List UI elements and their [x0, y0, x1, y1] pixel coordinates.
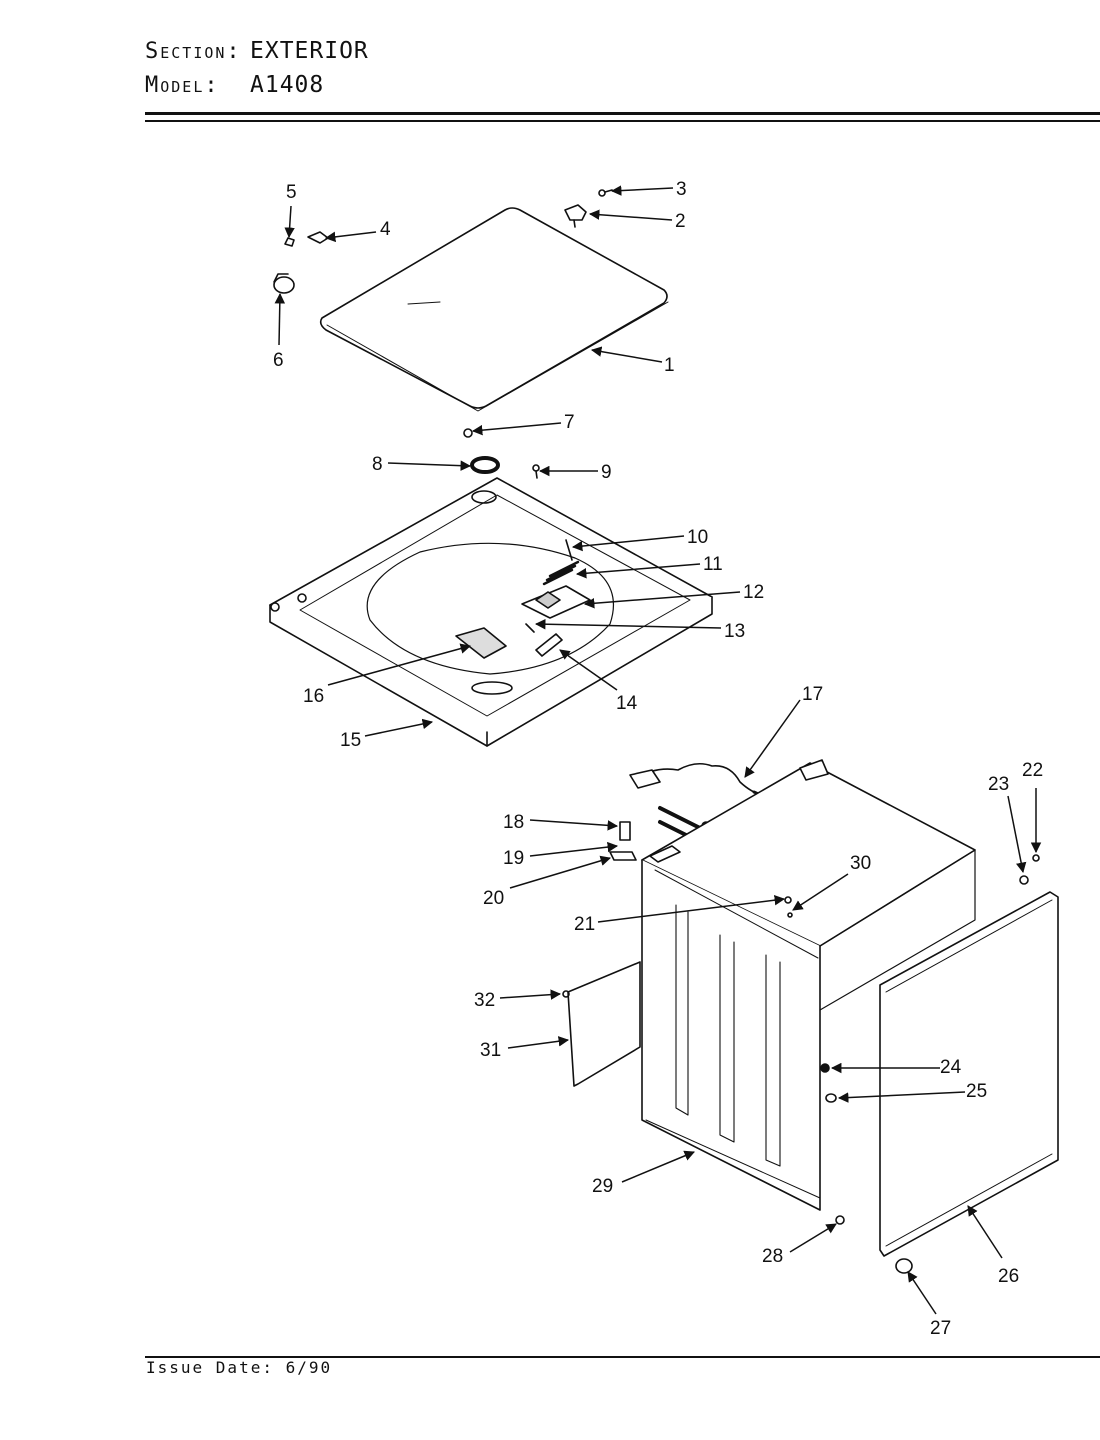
header-rule-bottom [145, 120, 1100, 122]
callout-29: 29 [592, 1176, 613, 1197]
footer-rule [145, 1356, 1100, 1358]
callout-22: 22 [1022, 760, 1043, 781]
rear-panel-part [879, 891, 1059, 1257]
lid-hinge-parts [273, 189, 613, 294]
callout-28: 28 [762, 1246, 783, 1267]
callout-19: 19 [503, 848, 524, 869]
callout-labels: 1 2 3 4 5 6 7 8 9 10 11 12 13 14 15 16 1… [273, 179, 1043, 1339]
gasket-ring-part [470, 456, 500, 474]
callout-17: 17 [802, 684, 823, 705]
top-cover-part [269, 477, 713, 747]
callout-5: 5 [286, 182, 297, 203]
clip-part [825, 1093, 837, 1103]
callout-7: 7 [564, 412, 575, 433]
callout-10: 10 [687, 527, 708, 548]
mounting-brackets [609, 821, 637, 861]
callout-4: 4 [380, 219, 391, 240]
model-line: Model: A1408 [145, 72, 369, 106]
side-panel-part [567, 961, 641, 1087]
foot-screw-part [835, 1215, 845, 1225]
leveling-leg-part [895, 1258, 913, 1274]
callout-11: 11 [703, 554, 723, 575]
callout-24: 24 [940, 1057, 962, 1078]
callout-16: 16 [303, 686, 324, 707]
callout-14: 14 [616, 693, 638, 714]
screw-part [532, 464, 540, 479]
callout-6: 6 [273, 350, 284, 371]
callout-21: 21 [574, 914, 595, 935]
callout-2: 2 [675, 211, 686, 232]
nut-part [820, 1063, 830, 1073]
model-value: A1408 [250, 72, 325, 98]
rear-clip-part [1019, 875, 1029, 885]
section-value: EXTERIOR [250, 38, 369, 64]
rear-screw-part [1032, 854, 1040, 862]
callout-18: 18 [503, 812, 524, 833]
callout-3: 3 [676, 179, 687, 200]
callout-23: 23 [988, 774, 1009, 795]
cam-part [455, 627, 507, 659]
callout-31: 31 [480, 1040, 501, 1061]
lid-switch-parts [521, 539, 591, 657]
leader-lines [274, 185, 1042, 1315]
callout-15: 15 [340, 730, 361, 751]
callout-30: 30 [850, 853, 871, 874]
callout-8: 8 [372, 454, 383, 475]
callout-12: 12 [743, 582, 764, 603]
callout-26: 26 [998, 1266, 1019, 1287]
callout-32: 32 [474, 990, 495, 1011]
issue-date: Issue Date: 6/90 [146, 1358, 333, 1377]
panel-screw-part [562, 990, 570, 998]
callout-27: 27 [930, 1318, 951, 1339]
callout-13: 13 [724, 621, 745, 642]
callout-9: 9 [601, 462, 612, 483]
section-line: Section: EXTERIOR [145, 38, 369, 72]
callout-1: 1 [664, 355, 675, 376]
model-label: Model: [145, 73, 220, 98]
page-header: Section: EXTERIOR Model: A1408 [145, 38, 369, 106]
callout-20: 20 [483, 888, 504, 909]
bumper-part [463, 428, 473, 438]
lid-part [319, 207, 669, 412]
header-rule-top [145, 112, 1100, 115]
callout-25: 25 [966, 1081, 987, 1102]
section-label: Section: [145, 39, 242, 64]
cabinet-part [641, 759, 976, 1211]
